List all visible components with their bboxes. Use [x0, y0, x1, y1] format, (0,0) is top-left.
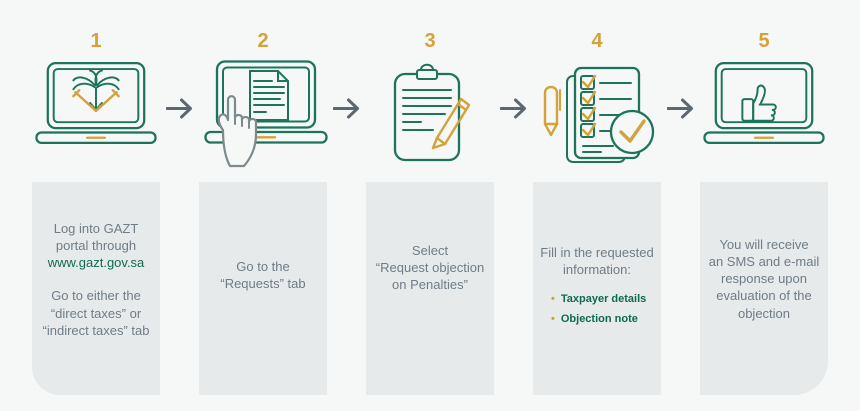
- step-5-description-box: You will receive an SMS and e-mail respo…: [700, 182, 828, 395]
- step-2-column: 2: [198, 0, 328, 182]
- laptop-thumbs-up-icon: [703, 60, 825, 182]
- clipboard-pencil-icon: [374, 60, 486, 182]
- right-arrow-icon: [160, 0, 199, 182]
- step-3-description-box: Select “Request objection on Penalties”: [366, 182, 494, 395]
- right-arrow-icon: [661, 0, 700, 182]
- step-3-column: 3: [366, 0, 494, 182]
- step-2-text: Go to the “Requests” tab: [220, 259, 306, 292]
- gazt-portal-link[interactable]: www.gazt.gov.sa: [47, 255, 145, 271]
- step-5-text: You will receive an SMS and e-mail respo…: [708, 237, 820, 321]
- pencil-icon: [431, 97, 471, 150]
- list-item: • Objection note: [551, 312, 661, 327]
- step-3-text: Select “Request objection on Penalties”: [375, 243, 485, 293]
- step-5-column: 5: [700, 0, 828, 182]
- step-number: 3: [424, 30, 436, 52]
- step-number: 4: [591, 30, 603, 52]
- step-4-description-box: Fill in the requested information: • Tax…: [533, 182, 661, 395]
- bullet-label: Objection note: [560, 312, 638, 325]
- bullet-icon: •: [551, 312, 555, 325]
- laptop-document-hand-icon: [198, 60, 328, 182]
- step-number: 2: [257, 30, 269, 52]
- step-1-text: Log into GAZT portal through: [53, 221, 139, 254]
- bullet-icon: •: [551, 293, 555, 306]
- thumbs-up-icon: [741, 84, 777, 122]
- right-arrow-icon: [494, 0, 533, 182]
- right-arrow-icon: [327, 0, 366, 182]
- check-circle-icon: [609, 109, 655, 155]
- step-4-text: Fill in the requested information:: [540, 245, 654, 278]
- step-1-text-2: Go to either the “direct taxes” or “indi…: [42, 288, 150, 338]
- step-2-description-box: Go to the “Requests” tab: [199, 182, 327, 395]
- laptop-icon: [204, 60, 328, 144]
- checklist-pen-check-icon: [533, 60, 661, 182]
- step-1-column: 1: [32, 0, 160, 182]
- list-item: • Taxpayer details: [551, 292, 661, 307]
- step-4-column: 4: [533, 0, 661, 182]
- laptop-icon: [703, 62, 825, 144]
- saudi-emblem-icon: [72, 69, 120, 113]
- bullet-label: Taxpayer details: [560, 293, 647, 306]
- step-4-bullet-list: • Taxpayer details • Objection note: [551, 292, 661, 326]
- laptop-saudi-emblem-icon: [35, 60, 157, 182]
- laptop-icon: [35, 62, 157, 144]
- step-number: 5: [758, 30, 770, 52]
- clipboard-icon: [393, 63, 461, 162]
- pen-icon: [543, 85, 561, 137]
- step-1-description-box: Log into GAZT portal through www.gazt.go…: [32, 182, 160, 395]
- document-icon: [249, 70, 289, 121]
- hand-pointer-icon: [217, 95, 258, 168]
- step-number: 1: [90, 30, 102, 52]
